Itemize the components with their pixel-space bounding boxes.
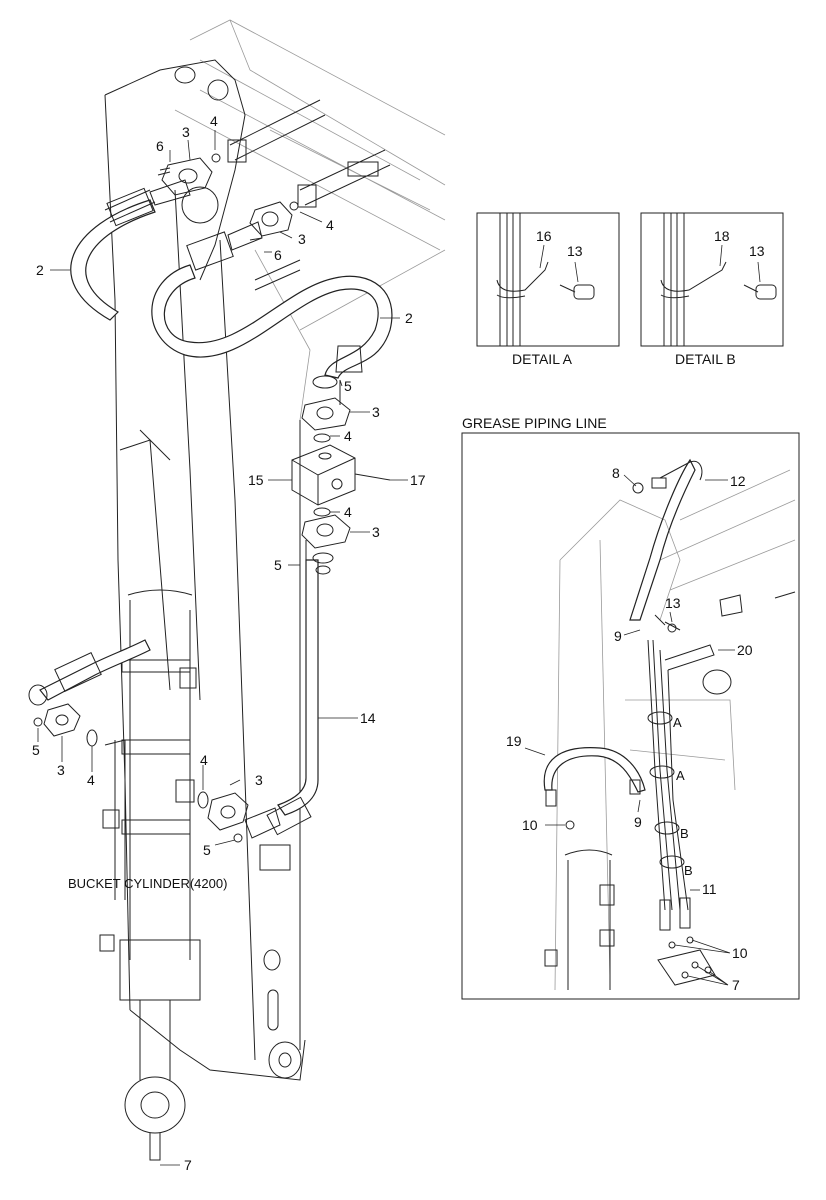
detail-a-part-16: 16 (536, 228, 552, 244)
hose-left (70, 179, 191, 321)
grease-piping-panel: GREASE PIPING LINE (461, 415, 800, 1000)
callout-14: 14 (360, 710, 376, 726)
callout-3: 3 (372, 524, 380, 540)
grease-part-10: 10 (732, 945, 748, 961)
bucket-cylinder-label: BUCKET CYLINDER(4200) (68, 876, 227, 891)
leader-lines (37, 130, 408, 1166)
callout-4: 4 (210, 113, 218, 129)
detail-a-part-13: 13 (567, 243, 583, 259)
callout-3: 3 (57, 762, 65, 778)
grease-part-7: 7 (732, 977, 740, 993)
grease-part-19: 19 (506, 733, 522, 749)
callout-7: 7 (184, 1157, 192, 1173)
callout-3: 3 (298, 231, 306, 247)
callout-4: 4 (344, 504, 352, 520)
grease-part-20: 20 (737, 642, 753, 658)
grease-part-11: 11 (702, 881, 717, 897)
callout-4: 4 (344, 428, 352, 444)
flange-group-top (157, 153, 299, 241)
callout-5: 5 (344, 378, 352, 394)
hose-lower-left (28, 639, 151, 747)
grease-tag-a: A (676, 768, 685, 783)
detail-a: 16 13 DETAIL A (476, 212, 620, 367)
detail-b: 18 13 DETAIL B (640, 212, 784, 367)
callout-5: 5 (203, 842, 211, 858)
callout-17: 17 (410, 472, 426, 488)
detail-b-part-18: 18 (714, 228, 730, 244)
callout-2: 2 (405, 310, 413, 326)
pipe-14 (244, 552, 334, 839)
detail-a-title: DETAIL A (512, 351, 573, 367)
grease-title: GREASE PIPING LINE (462, 415, 607, 431)
flange-lower-right (197, 791, 249, 843)
callout-6: 6 (156, 138, 164, 154)
grease-tag-b: B (684, 863, 693, 878)
callout-numbers: 6 3 4 4 3 6 2 2 5 3 4 15 17 4 3 5 14 5 3… (32, 113, 426, 1173)
grease-part-12: 12 (730, 473, 746, 489)
hose-right (151, 221, 393, 389)
callout-3: 3 (372, 404, 380, 420)
callout-15: 15 (248, 472, 264, 488)
callout-3: 3 (255, 772, 263, 788)
boom-structure (104, 19, 446, 1081)
grease-tag-a: A (673, 715, 682, 730)
callout-4: 4 (200, 752, 208, 768)
callout-5: 5 (32, 742, 40, 758)
callout-2: 2 (36, 262, 44, 278)
callout-4: 4 (326, 217, 334, 233)
grease-part-10: 10 (522, 817, 538, 833)
grease-part-13: 13 (665, 595, 681, 611)
callout-4: 4 (87, 772, 95, 788)
grease-part-8: 8 (612, 465, 620, 481)
bucket-cylinder (99, 589, 201, 1161)
grease-part-9: 9 (634, 814, 642, 830)
detail-b-part-13: 13 (749, 243, 765, 259)
grease-part-9: 9 (614, 628, 622, 644)
callout-6: 6 (274, 247, 282, 263)
callout-5: 5 (274, 557, 282, 573)
grease-tag-b: B (680, 826, 689, 841)
detail-b-title: DETAIL B (675, 351, 736, 367)
callout-3: 3 (182, 124, 190, 140)
